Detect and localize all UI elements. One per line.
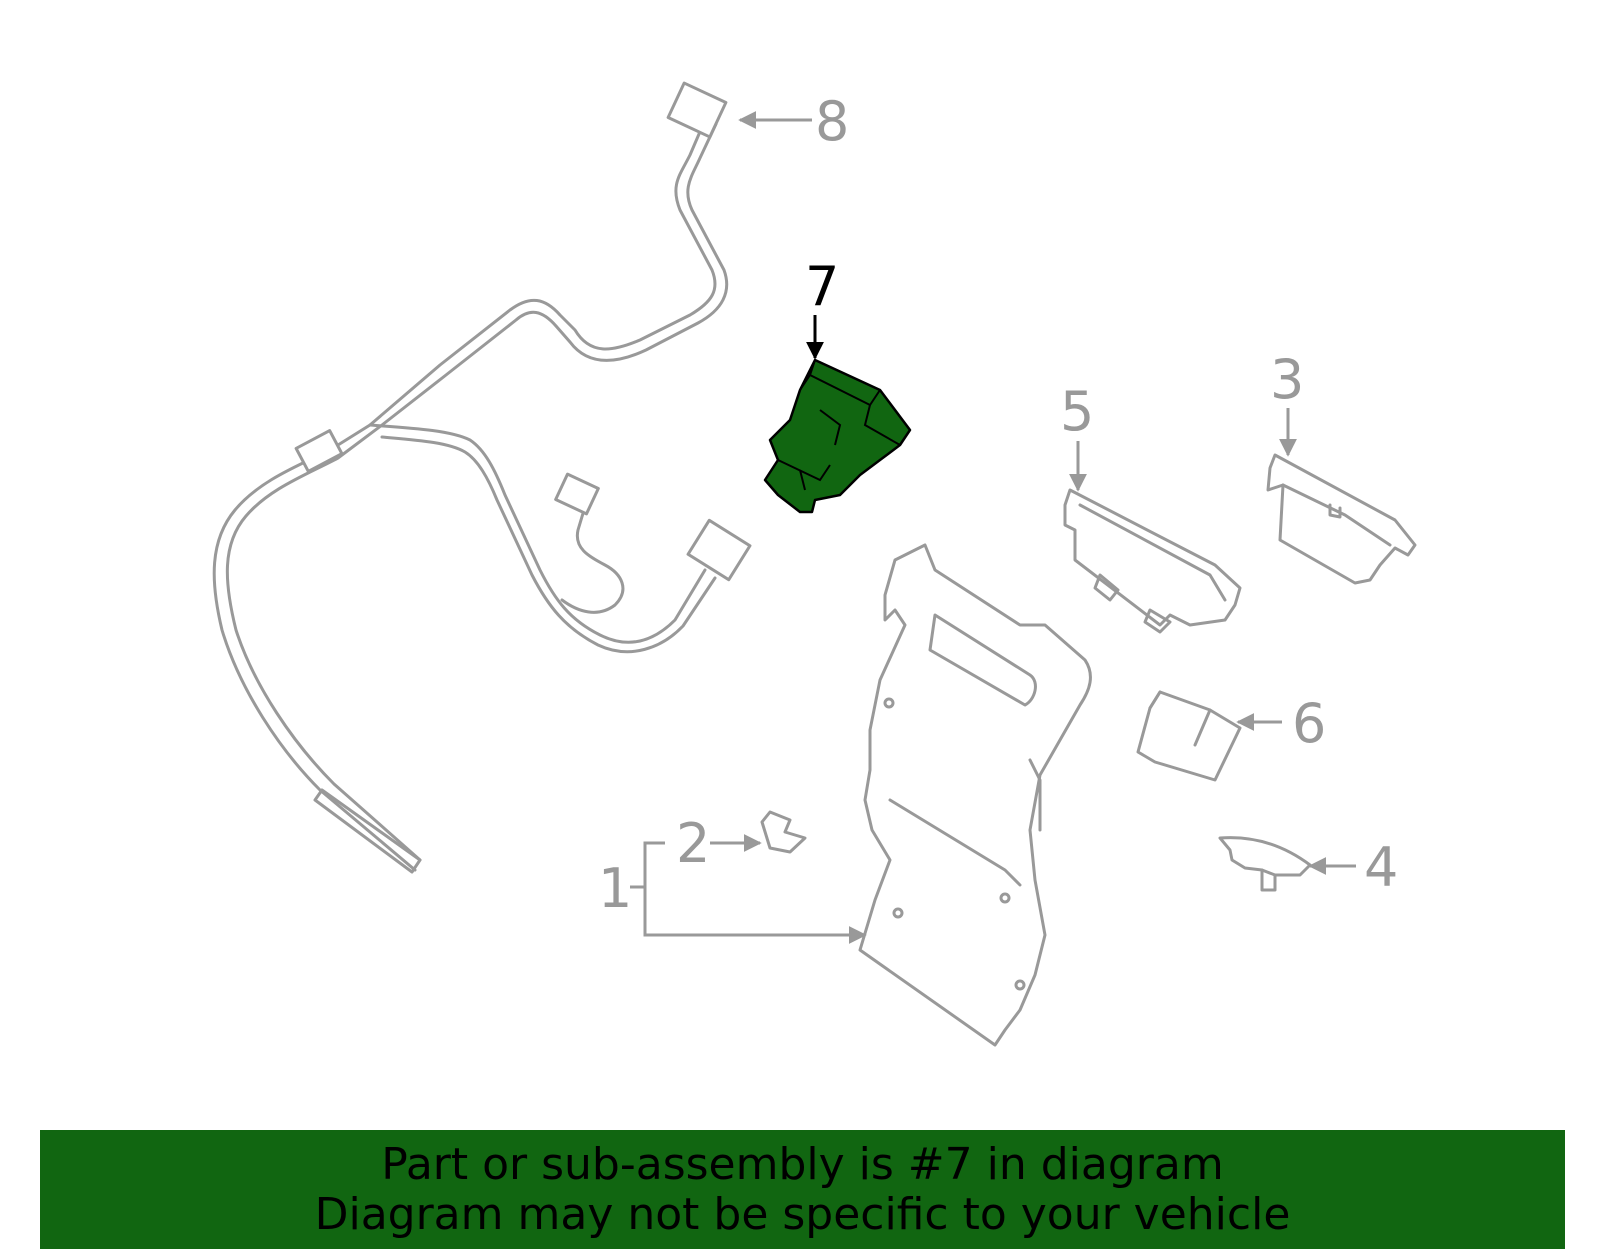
banner-line-2: Diagram may not be specific to your vehi… xyxy=(314,1189,1291,1240)
callout-4: 4 xyxy=(1364,836,1398,899)
part-5-bezel[interactable] xyxy=(1063,488,1242,634)
callout-7: 7 xyxy=(805,255,839,318)
part-1-trim-panel[interactable] xyxy=(858,543,1092,1047)
callout-labels: 8 7 3 5 6 2 4 1 xyxy=(598,90,1398,920)
part-4-cap[interactable] xyxy=(1218,836,1312,892)
callout-5: 5 xyxy=(1060,380,1094,443)
part-8-wiring-harness[interactable] xyxy=(212,81,752,874)
callout-2: 2 xyxy=(676,812,710,875)
callout-8: 8 xyxy=(815,90,849,153)
callout-6: 6 xyxy=(1292,692,1326,755)
leader-lines xyxy=(630,111,1356,944)
part-7-switch-highlighted[interactable] xyxy=(763,358,912,514)
callout-1: 1 xyxy=(598,857,632,920)
part-6-module[interactable] xyxy=(1136,690,1242,782)
part-3-bracket[interactable] xyxy=(1266,453,1417,585)
callout-3: 3 xyxy=(1270,348,1304,411)
part-2-clip[interactable] xyxy=(760,810,807,854)
info-banner: Part or sub-assembly is #7 in diagram Di… xyxy=(40,1130,1565,1249)
banner-line-1: Part or sub-assembly is #7 in diagram xyxy=(381,1139,1224,1190)
